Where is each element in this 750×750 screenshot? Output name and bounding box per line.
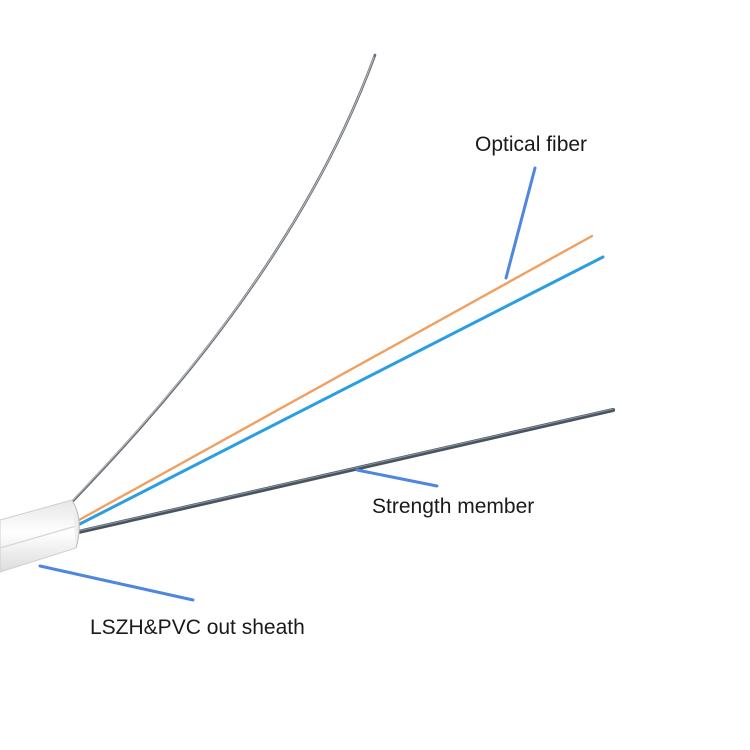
optical-fiber-label: Optical fiber: [475, 133, 588, 156]
sheath-label: LSZH&PVC out sheath: [90, 616, 305, 639]
sheath-leader: [38, 564, 195, 602]
fiber-blue: [70, 255, 605, 530]
cable-sheath: [0, 499, 80, 573]
optical-fiber-leader: [504, 166, 537, 280]
fiber-orange: [68, 234, 594, 527]
steel-wire: [70, 53, 377, 504]
strength-member-leader: [355, 468, 439, 488]
strength-member-rod: [71, 407, 616, 536]
strength-member-label: Strength member: [372, 495, 535, 518]
